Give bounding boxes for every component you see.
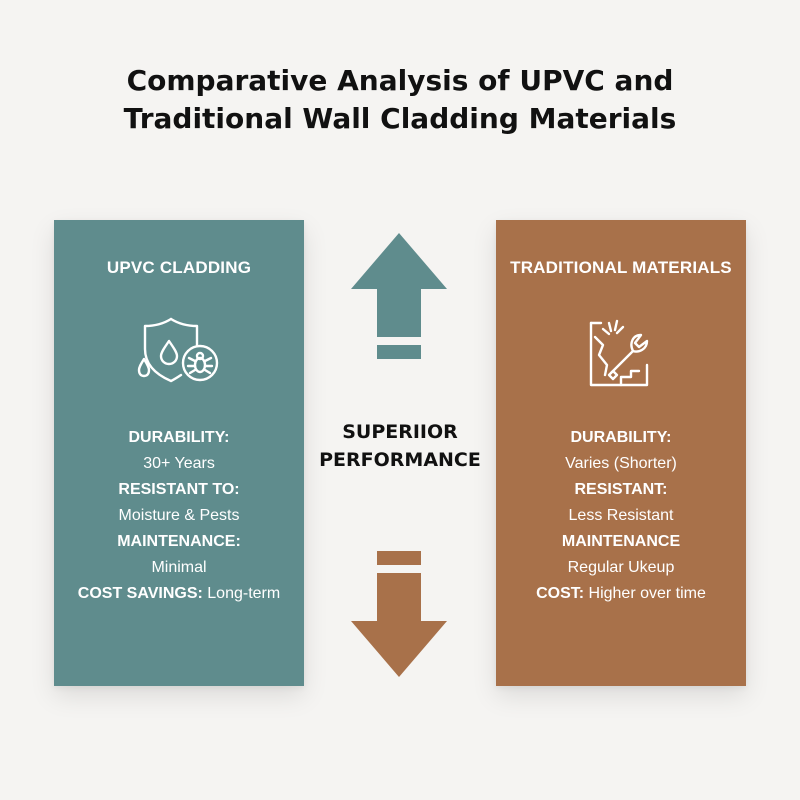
traditional-row-resistant-value: Less Resistant [568, 507, 674, 524]
traditional-row-cost: COST: Higher over time [536, 585, 706, 602]
superior-performance-label: SUPERIIOR PERFORMANCE [300, 418, 500, 474]
center-label-line-1: SUPERIIOR [342, 421, 458, 443]
arrow-up-icon [351, 233, 447, 359]
traditional-row-maintenance: MAINTENANCE [561, 533, 681, 550]
upvc-row-durability-value: 30+ Years [143, 455, 215, 472]
center-label-line-2: PERFORMANCE [319, 449, 481, 471]
traditional-materials-card: TRADITIONAL MATERIALS DURABILITY: Varies… [496, 220, 746, 686]
upvc-row-resistant: RESISTANT TO: [118, 481, 240, 498]
upvc-row-cost: COST SAVINGS: Long-term [77, 585, 281, 602]
upvc-card-heading: UPVC CLADDING [106, 258, 252, 277]
upvc-cladding-card: UPVC CLADDING DURABILITY: 30+ Years RESI… [54, 220, 304, 686]
traditional-row-maintenance-value: Regular Ukeup [567, 559, 675, 576]
crack-wrench-icon [589, 319, 649, 387]
upvc-row-maintenance-value: Minimal [151, 559, 207, 576]
traditional-row-resistant: RESISTANT: [574, 481, 668, 498]
title-line-2: Traditional Wall Cladding Materials [123, 102, 677, 135]
traditional-row-durability: DURABILITY: [570, 429, 672, 446]
upvc-row-resistant-value: Moisture & Pests [118, 507, 240, 524]
title-line-1: Comparative Analysis of UPVC and [126, 64, 674, 97]
traditional-card-details: DURABILITY: Varies (Shorter) RESISTANT: … [496, 425, 746, 607]
traditional-card-heading: TRADITIONAL MATERIALS [510, 258, 732, 277]
traditional-row-durability-value: Varies (Shorter) [565, 455, 677, 472]
page-title: Comparative Analysis of UPVC and Traditi… [0, 62, 800, 138]
arrow-down-icon [351, 551, 447, 677]
upvc-card-details: DURABILITY: 30+ Years RESISTANT TO: Mois… [54, 425, 304, 607]
upvc-row-durability: DURABILITY: [128, 429, 230, 446]
upvc-row-maintenance: MAINTENANCE: [117, 533, 241, 550]
shield-water-bug-icon [137, 317, 219, 383]
